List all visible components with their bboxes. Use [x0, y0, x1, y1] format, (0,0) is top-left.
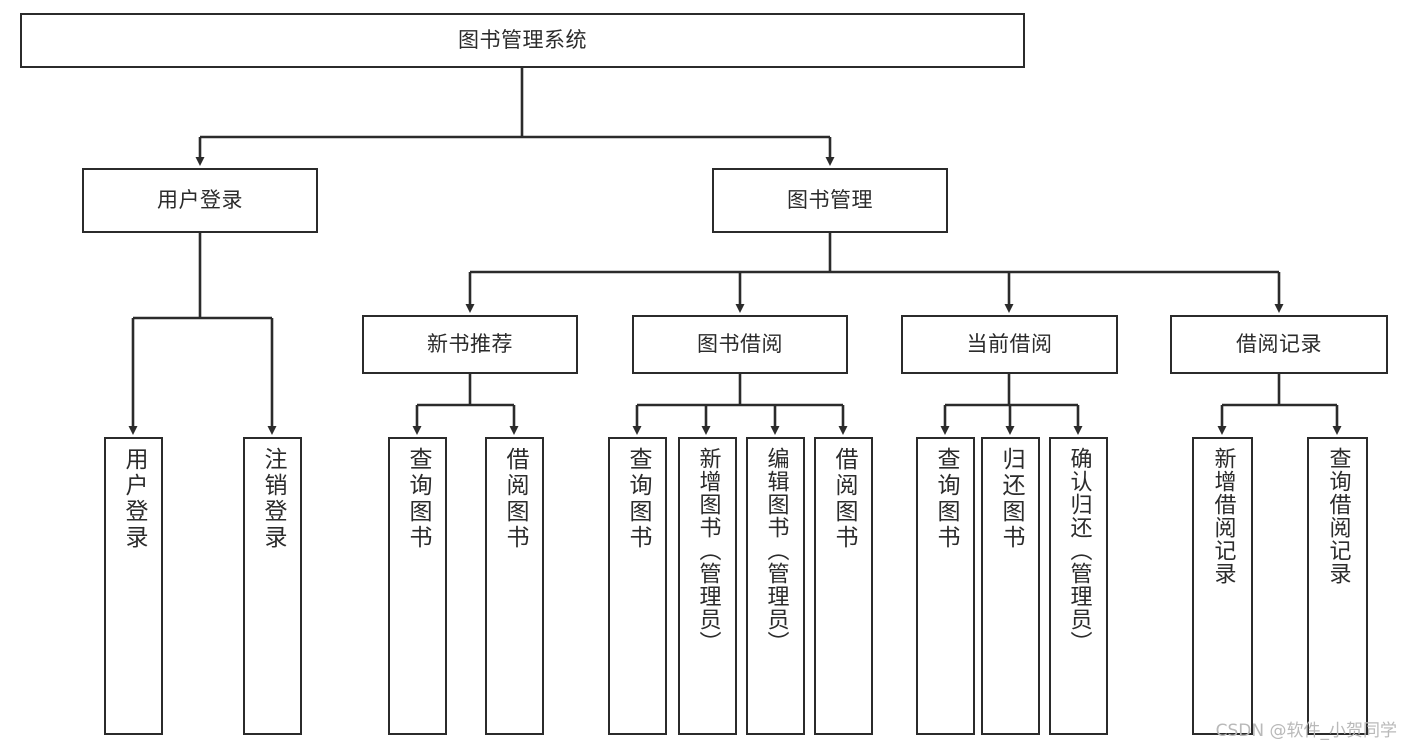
- node-leaf-logout-login[interactable]: 注销登录: [243, 437, 302, 735]
- node-label: 查询借阅记录: [1325, 447, 1351, 585]
- node-label: 借阅图书: [502, 447, 528, 551]
- node-label: 查询图书: [405, 447, 431, 551]
- node-leaf-return-book[interactable]: 归还图书: [981, 437, 1040, 735]
- node-book-borrow[interactable]: 图书借阅: [632, 315, 848, 374]
- node-label: 查询图书: [933, 447, 959, 551]
- node-leaf-user-login[interactable]: 用户登录: [104, 437, 163, 735]
- node-label: 图书管理: [787, 188, 873, 213]
- node-label: 查询图书: [625, 447, 651, 551]
- node-label: 注销登录: [260, 447, 286, 551]
- node-label: 图书管理系统: [458, 28, 587, 53]
- node-leaf-edit-book[interactable]: 编辑图书（管理员）: [746, 437, 805, 735]
- node-user-login[interactable]: 用户登录: [82, 168, 318, 233]
- csdn-watermark: CSDN @软件_小贺同学: [1215, 721, 1397, 741]
- node-root-system[interactable]: 图书管理系统: [20, 13, 1025, 68]
- node-label: 用户登录: [121, 447, 147, 551]
- node-label: 新书推荐: [427, 332, 513, 357]
- node-label: 归还图书: [998, 447, 1024, 551]
- node-leaf-query-book-3[interactable]: 查询图书: [916, 437, 975, 735]
- node-leaf-query-book-1[interactable]: 查询图书: [388, 437, 447, 735]
- node-leaf-query-record[interactable]: 查询借阅记录: [1307, 437, 1368, 735]
- node-leaf-add-record[interactable]: 新增借阅记录: [1192, 437, 1253, 735]
- node-label: 借阅记录: [1236, 332, 1322, 357]
- node-current-borrow[interactable]: 当前借阅: [901, 315, 1118, 374]
- node-book-manage[interactable]: 图书管理: [712, 168, 948, 233]
- node-label: 用户登录: [157, 188, 243, 213]
- node-new-book-rec[interactable]: 新书推荐: [362, 315, 578, 374]
- node-leaf-query-book-2[interactable]: 查询图书: [608, 437, 667, 735]
- node-label: 新增借阅记录: [1210, 447, 1236, 585]
- node-borrow-record[interactable]: 借阅记录: [1170, 315, 1388, 374]
- node-label: 确认归还（管理员）: [1066, 447, 1092, 654]
- node-label: 新增图书（管理员）: [695, 447, 721, 654]
- node-label: 编辑图书（管理员）: [763, 447, 789, 654]
- node-leaf-add-book[interactable]: 新增图书（管理员）: [678, 437, 737, 735]
- node-label: 当前借阅: [966, 332, 1053, 357]
- node-label: 借阅图书: [831, 447, 857, 551]
- node-label: 图书借阅: [697, 332, 783, 357]
- node-leaf-borrow-book-1[interactable]: 借阅图书: [485, 437, 544, 735]
- node-leaf-confirm-return[interactable]: 确认归还（管理员）: [1049, 437, 1108, 735]
- node-leaf-borrow-book-2[interactable]: 借阅图书: [814, 437, 873, 735]
